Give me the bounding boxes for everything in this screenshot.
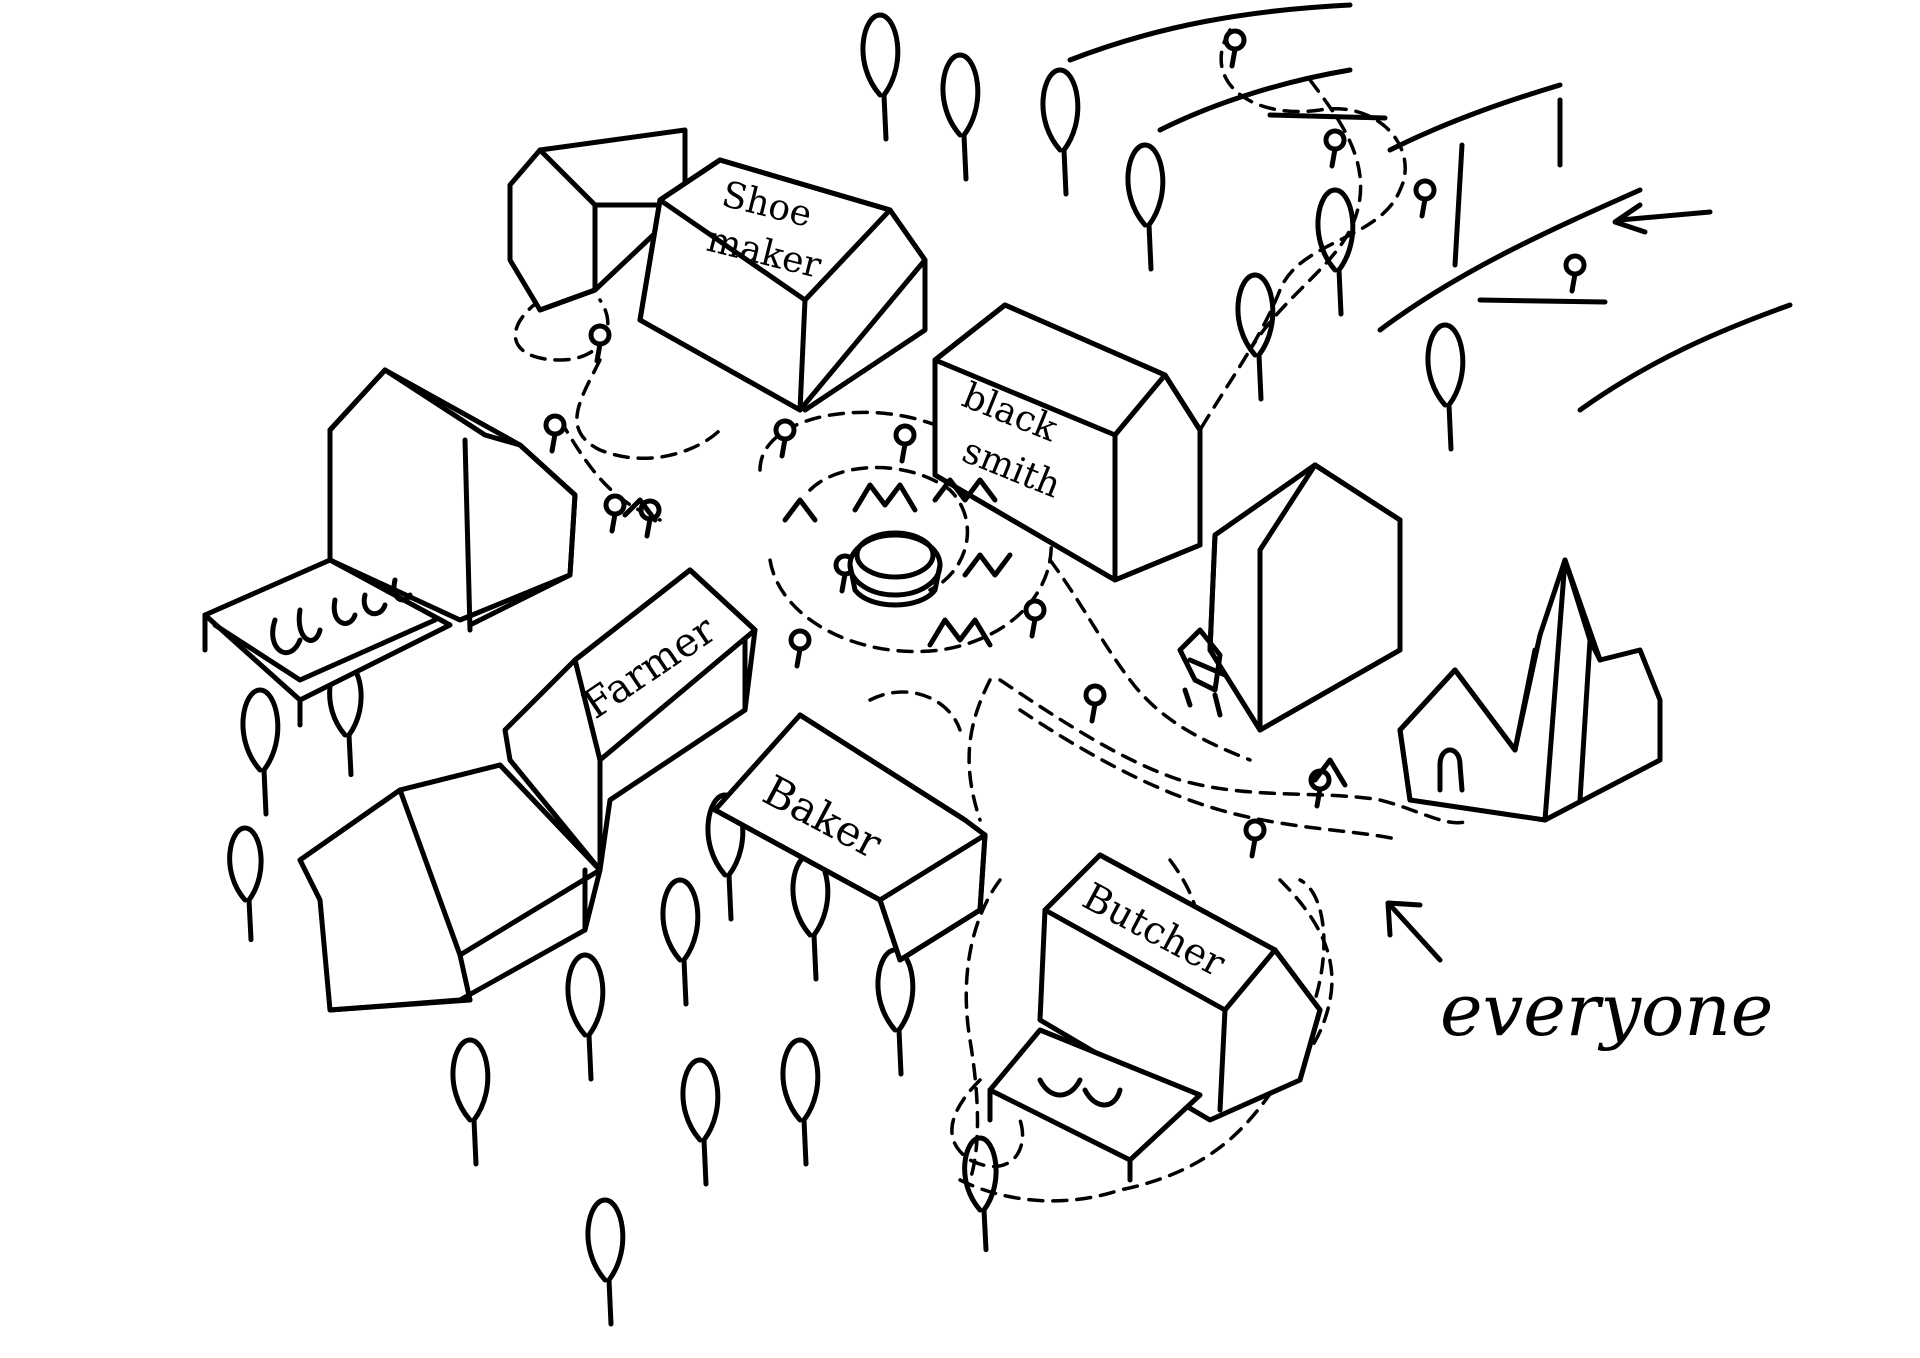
tree-15 [680,1057,721,1187]
tree-6 [1235,272,1276,402]
tree-8 [240,687,281,817]
tree-17 [450,1037,491,1167]
fields [1067,2,1793,413]
tree-16 [875,947,916,1077]
person-11 [788,628,812,669]
tree-20 [962,1135,999,1253]
trees [227,12,1466,1327]
person-6 [543,413,567,454]
tree-4 [1125,142,1166,272]
path-east-blacksmith [1048,558,1252,762]
field-line-7 [1377,187,1643,333]
tree-19 [780,1037,821,1167]
central-well [847,530,943,608]
person-14 [1243,818,1267,859]
tree-11 [705,792,746,922]
path-plaza-inner [808,465,970,592]
people [543,28,1587,859]
field-line-6 [1452,142,1465,268]
butcher-building: Butcher [987,852,1323,1183]
path-butcher-bottom [958,878,1326,1203]
field-line-10 [1617,209,1713,223]
path-west-1 [575,358,722,460]
tree-7 [1425,322,1466,452]
field-line-8 [1477,297,1608,305]
field-line-1 [1067,2,1353,63]
person-9 [603,493,627,534]
path-shoemaker-loop [513,298,610,362]
path-center-south [967,678,992,822]
person-5 [588,323,612,364]
path-butcher-loop [950,1078,1025,1169]
market-house-left [202,367,578,728]
tree-10 [227,825,264,943]
person-4 [1563,253,1587,294]
field-arrow-head [1612,202,1648,235]
field-line-3 [1267,112,1388,121]
tree-14 [565,952,606,1082]
person-12 [1023,598,1047,639]
person-2 [1323,128,1347,169]
person-8 [893,423,917,464]
plaza-crowd [622,477,1348,788]
person-7 [773,418,797,459]
tree-18 [585,1197,626,1327]
field-line-9 [1577,302,1793,413]
everyone-label: everyone [1440,968,1773,1052]
path-butcher-west [964,878,1002,1182]
everyone-arrow [1387,902,1443,963]
person-13 [1083,683,1107,724]
tree-5 [1315,187,1356,317]
path-to-church-2 [1018,708,1402,842]
person-3 [1413,178,1437,219]
shoemaker-building: Shoe maker [637,157,928,413]
house-southwest [297,762,603,1013]
church [1397,557,1663,823]
tree-13 [660,877,701,1007]
everyone-arrow-head [1385,900,1423,938]
baker-building: Baker [712,712,988,963]
field-line-2 [1157,67,1353,133]
tree-12 [790,852,831,982]
path-to-church [998,678,1472,825]
tree-2 [940,52,981,182]
house-east [1177,462,1403,733]
person-1 [1223,28,1247,69]
everyone-annotation: everyone [1385,900,1773,1052]
tree-3 [1040,67,1081,197]
field-line-4 [1387,82,1563,153]
path-north-road-2 [1248,78,1363,352]
tree-1 [860,12,901,142]
blacksmith-building: black smith [932,302,1203,583]
path-baker [868,690,962,732]
